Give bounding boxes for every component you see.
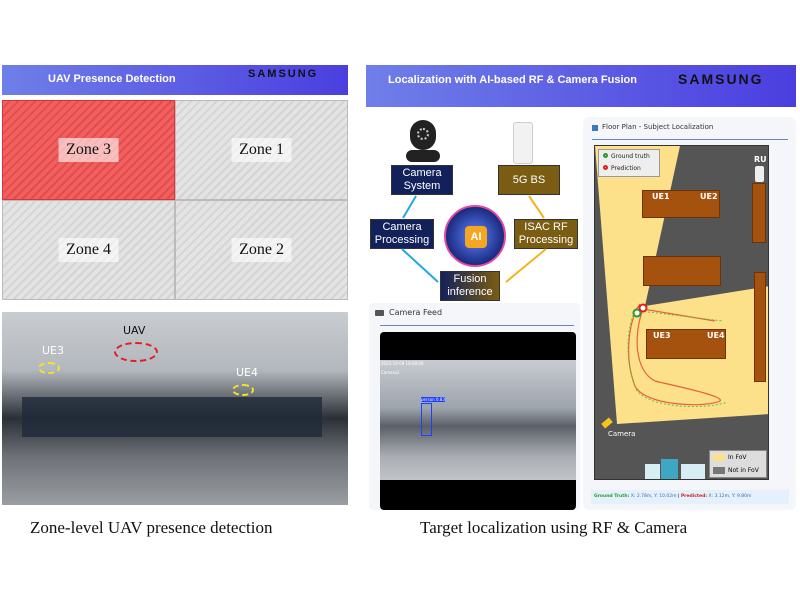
samsung-logo: SAMSUNG [678,71,764,87]
prediction-trajectory [628,303,721,406]
zone-3[interactable]: Zone 3 [2,100,175,200]
right-caption: Target localization using RF & Camera [420,518,688,537]
video-camera-id: Camera2 [381,370,400,375]
uav-label: UAV [123,324,146,337]
table-middle [643,256,721,286]
pred-value: X: 3.12m, Y: 9.80m [708,494,752,499]
diagram-arrows [401,195,547,283]
right-header: Localization with AI-based RF & Camera F… [366,65,796,107]
lab-photo: UE3 UAV UE4 [2,312,348,505]
furniture-blue [681,464,705,479]
arrow-camera-to-processing [402,195,417,219]
ground-truth-point [632,308,642,318]
pred-label: Predicted: [680,494,708,499]
table-ue1-ue2 [642,190,720,218]
camera-feed-title: Camera Feed [389,308,443,317]
zone-4[interactable]: Zone 4 [2,200,175,300]
prediction-marker [603,165,608,170]
zone-2[interactable]: Zone 2 [175,200,348,300]
status-separator: | [677,494,680,499]
prediction-point [638,303,648,313]
not-in-fov-swatch [713,467,725,474]
table-ue3-ue4 [646,329,726,359]
floor-map[interactable]: Ground truth Prediction RU UE1 UE2 UE3 U… [594,145,769,480]
base-station-icon [513,122,533,164]
5g-bs-box: 5G BS [498,165,560,195]
zone-label: Zone 3 [58,138,119,162]
camera-system-box: Camera System [391,165,453,195]
legend-prediction: Prediction [611,165,641,172]
legend-in-fov: In FoV [728,454,747,461]
table-right-column [752,183,766,243]
divider [380,325,574,326]
floor-plan-title: Floor Plan - Subject Localization [602,123,714,131]
ground-truth-marker [603,153,608,158]
ai-icon: AI [444,205,506,267]
arrow-bs-to-isac [528,195,545,219]
uav-marker [114,342,158,362]
gt-value: X: 2.78m, Y: 10.02m [630,494,677,499]
ue4-label: UE4 [236,366,258,379]
furniture-blue [645,464,660,479]
camera-feed-icon [375,310,384,316]
right-title: Localization with AI-based RF & Camera F… [388,74,637,86]
detection-label: person 0.83 [421,397,445,402]
ue2-label: UE2 [700,192,718,201]
ue3-label: UE3 [42,344,64,357]
isac-rf-box: ISAC RF Processing [514,219,578,249]
floor-plan-panel: Floor Plan - Subject Localization Ground… [583,117,796,510]
table-right-lower [754,272,766,382]
left-header: UAV Presence Detection SAMSUNG [2,65,348,95]
legend: Ground truth Prediction [598,149,660,177]
in-fov-swatch [713,454,725,461]
zone-label: Zone 2 [231,238,292,262]
ground-truth-trajectory [627,307,728,407]
video-timestamp: 2025-10-09 18:08:06 [381,361,424,366]
ue1-label: UE1 [652,192,670,201]
lab-benches [22,397,322,437]
person-bounding-box [421,403,432,436]
arrow-isac-to-fusion [505,248,547,283]
zone-map: Zone 3 Zone 1 Zone 4 Zone 2 [2,100,348,300]
zone-1[interactable]: Zone 1 [175,100,348,200]
ue3-label: UE3 [653,331,671,340]
zone-label: Zone 1 [231,138,292,162]
fov-legend: In FoV Not in FoV [709,450,767,478]
ai-chip: AI [465,226,487,248]
video-frame: 2025-10-09 18:08:06 Camera2 person 0.83 [380,360,576,480]
left-title: UAV Presence Detection [48,73,176,85]
fusion-inference-box: Fusion inference [440,271,500,301]
ru-icon [755,166,764,182]
camera-label: Camera [608,430,636,438]
furniture-blue [661,459,678,479]
coordinates-status: Ground Truth: X: 2.78m, Y: 10.02m | Pred… [591,490,789,504]
floor-plan-icon [592,125,598,131]
trajectories [627,303,728,407]
zone-label: Zone 4 [58,238,119,262]
legend-not-in-fov: Not in FoV [728,467,759,474]
ru-label: RU [754,155,767,164]
gt-label: Ground Truth: [594,494,630,499]
divider [592,139,788,140]
camera-processing-box: Camera Processing [370,219,434,249]
ue3-marker [38,362,60,374]
ue4-marker [232,384,254,396]
ue4-label: UE4 [707,331,725,340]
camera-feed-video[interactable]: 2025-10-09 18:08:06 Camera2 person 0.83 [380,332,576,510]
camera-feed-panel: Camera Feed 2025-10-09 18:08:06 Camera2 … [369,303,580,510]
left-caption: Zone-level UAV presence detection [30,518,273,537]
camera-device-icon [406,120,440,164]
legend-ground-truth: Ground truth [611,153,650,160]
samsung-logo: SAMSUNG [248,68,319,80]
arrow-processing-to-fusion [401,248,439,283]
